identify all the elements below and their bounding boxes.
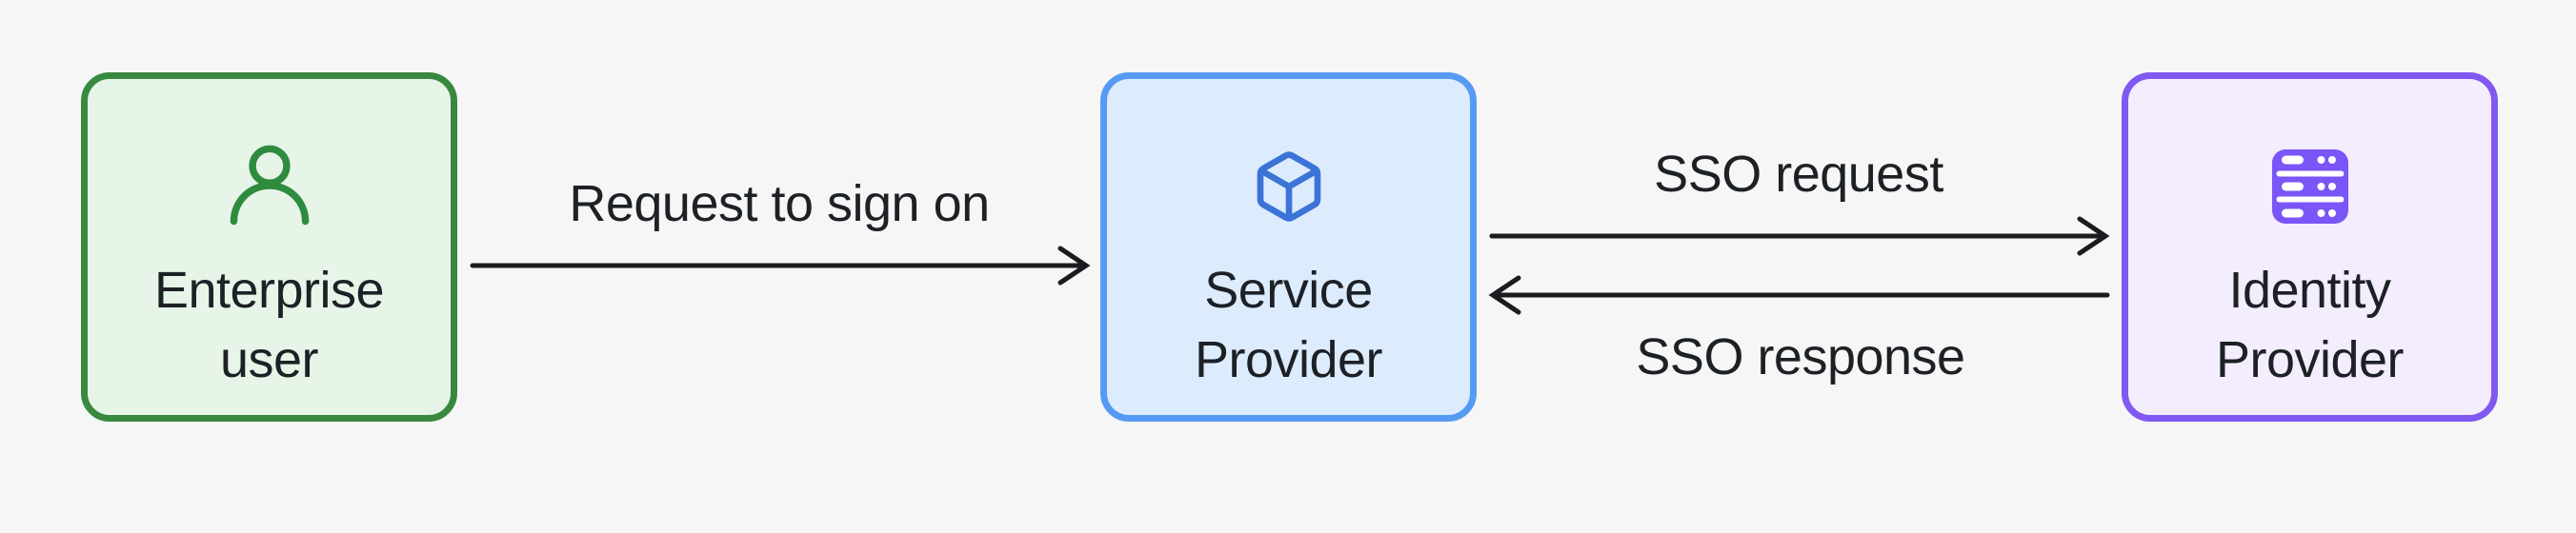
- node-identity-provider: Identity Provider: [2122, 72, 2498, 422]
- node-label-line: Identity: [2228, 262, 2391, 319]
- node-enterprise-user: Enterprise user: [81, 72, 457, 422]
- node-label-identity-provider: Identity Provider: [2215, 256, 2405, 395]
- node-label-line: Provider: [2215, 331, 2405, 388]
- node-label-enterprise-user: Enterprise user: [153, 256, 385, 395]
- node-label-line: Service: [1204, 262, 1373, 319]
- edge-label-sso-request: SSO request: [1654, 146, 1943, 203]
- node-label-line: user: [219, 331, 319, 388]
- node-label-service-provider: Service Provider: [1194, 256, 1383, 395]
- node-label-line: Enterprise: [153, 262, 385, 319]
- arrow-request-to-sign-on: [470, 246, 1091, 286]
- edge-label-request-to-sign-on: Request to sign on: [569, 175, 990, 232]
- arrow-sso-request: [1489, 216, 2110, 256]
- user-icon: [228, 143, 312, 230]
- node-label-line: Provider: [1194, 331, 1383, 388]
- server-stack-icon: [2271, 143, 2348, 230]
- arrow-sso-response: [1488, 275, 2110, 315]
- edge-label-sso-response: SSO response: [1636, 328, 1965, 385]
- node-service-provider: Service Provider: [1100, 72, 1477, 422]
- box-icon: [1251, 143, 1327, 230]
